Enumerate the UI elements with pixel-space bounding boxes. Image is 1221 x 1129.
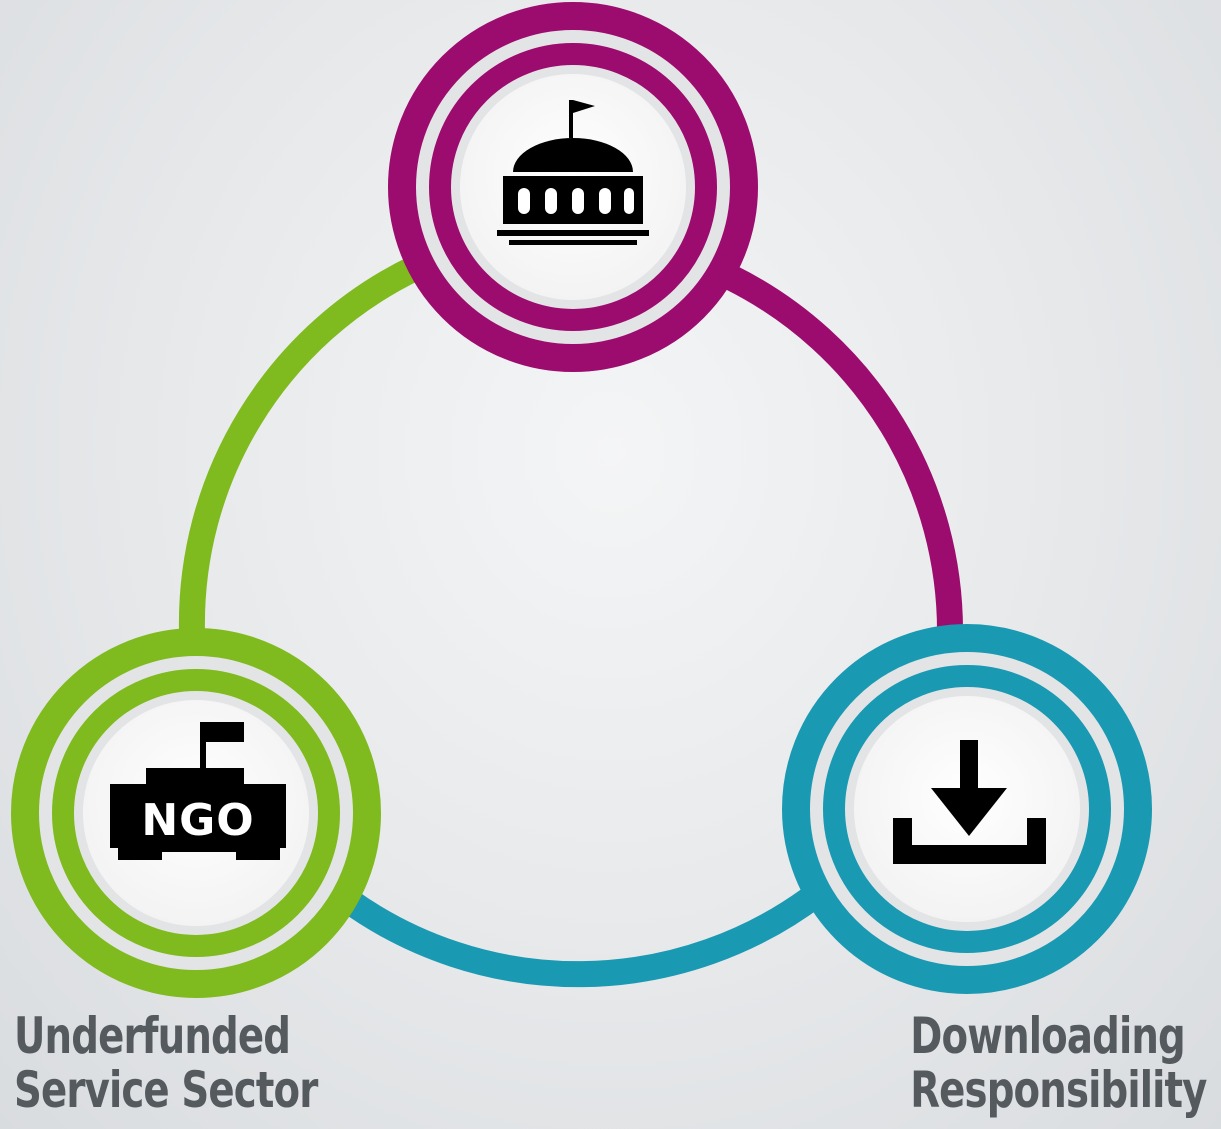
download-node-label: Downloading Responsibility: [910, 1007, 1208, 1119]
arc-ngo-government: [178, 256, 421, 633]
arc-government-download: [726, 266, 964, 636]
ngo-node-label: Underfunded Service Sector: [14, 1007, 318, 1119]
government-building-icon: [497, 100, 649, 245]
ngo-label-line-1: Underfunded: [14, 1007, 291, 1065]
cycle-arcs: [178, 256, 964, 988]
download-label-line-2: Responsibility: [910, 1061, 1208, 1119]
download-label-line-1: Downloading: [910, 1007, 1187, 1065]
ngo-label-line-2: Service Sector: [14, 1061, 318, 1119]
arc-download-ngo: [337, 882, 826, 988]
download-icon: [893, 740, 1046, 864]
ngo-building-icon: NGO: [110, 722, 286, 860]
ngo-icon-text: NGO: [141, 795, 254, 846]
download-node: [782, 624, 1152, 994]
government-node: [388, 2, 758, 372]
ngo-node: NGO: [11, 628, 381, 998]
